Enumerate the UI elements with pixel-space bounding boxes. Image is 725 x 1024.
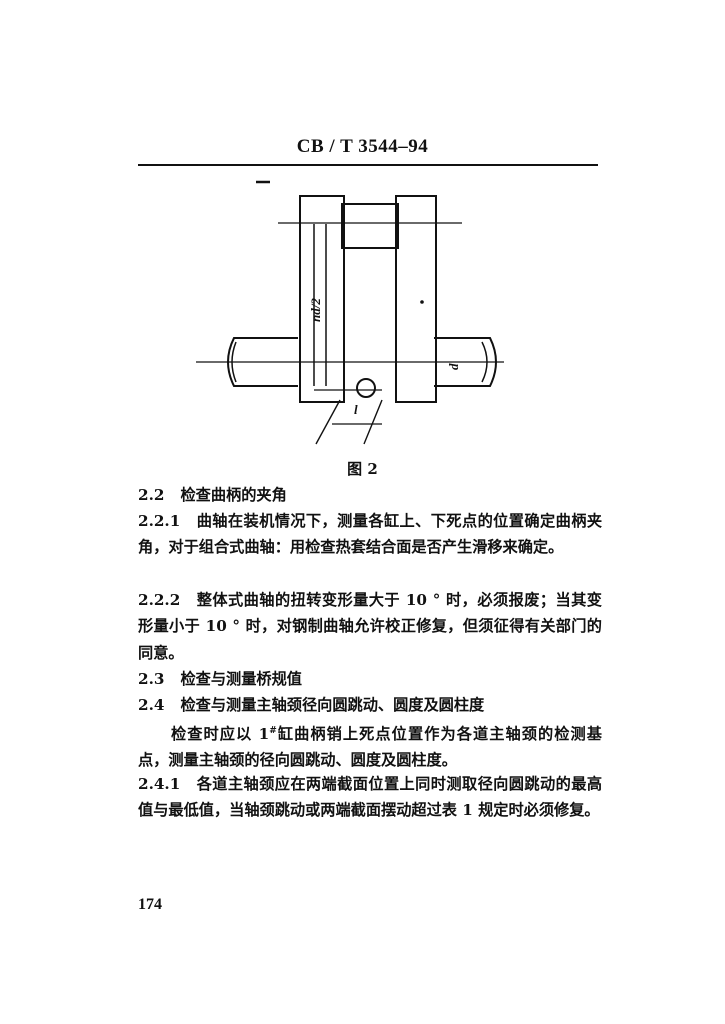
page-number: 174 bbox=[138, 896, 162, 913]
diameter-label: d bbox=[446, 363, 461, 370]
crankshaft-figure: nd/2 l d bbox=[196, 180, 504, 445]
half-diameter-label: nd/2 bbox=[308, 298, 323, 322]
header-rule bbox=[138, 164, 598, 166]
figure-caption: 图 2 bbox=[347, 460, 378, 478]
section-2-4-body: 检查时应以 1#缸曲柄销上死点位置作为各道主轴颈的检测基点，测量主轴颈的径向圆跳… bbox=[138, 725, 602, 770]
length-label: l bbox=[354, 402, 358, 417]
document-code-header: CB / T 3544–94 bbox=[296, 136, 429, 157]
